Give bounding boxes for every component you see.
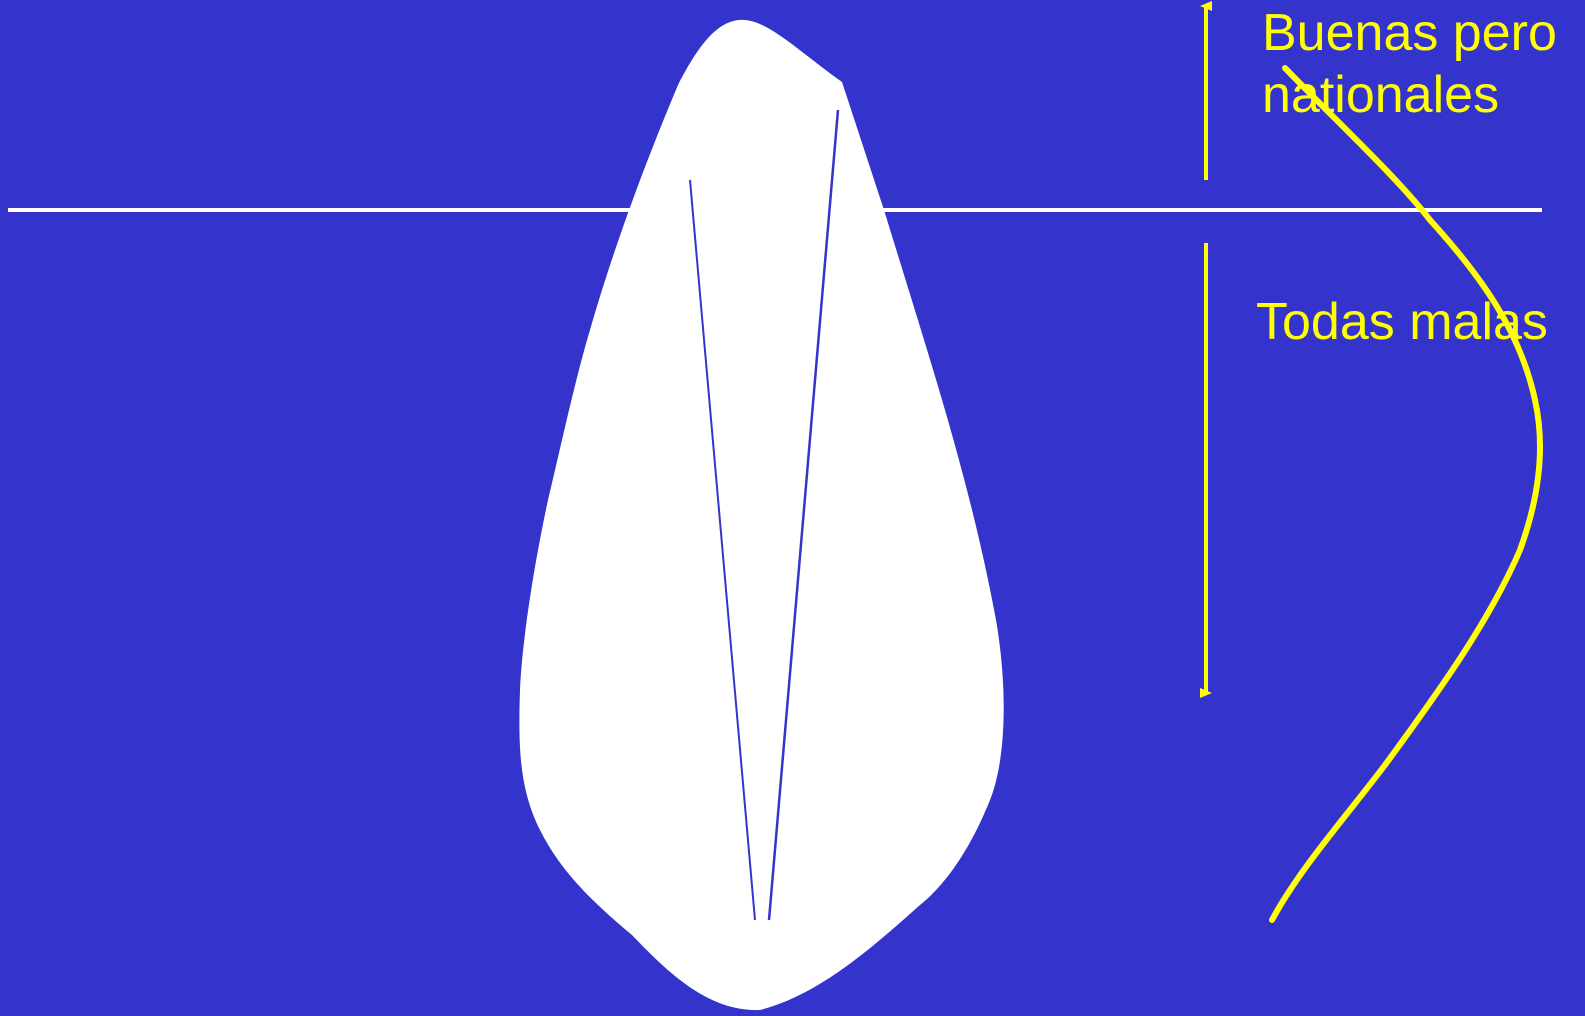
top-region-label: Buenas pero nationales [1262, 2, 1557, 126]
top-region-label-line2: nationales [1262, 64, 1557, 126]
bottom-region-label: Todas malas [1256, 291, 1548, 353]
distribution-curve [1272, 68, 1540, 920]
top-region-label-line1: Buenas pero [1262, 2, 1557, 64]
leaf-shape [519, 20, 1003, 1010]
